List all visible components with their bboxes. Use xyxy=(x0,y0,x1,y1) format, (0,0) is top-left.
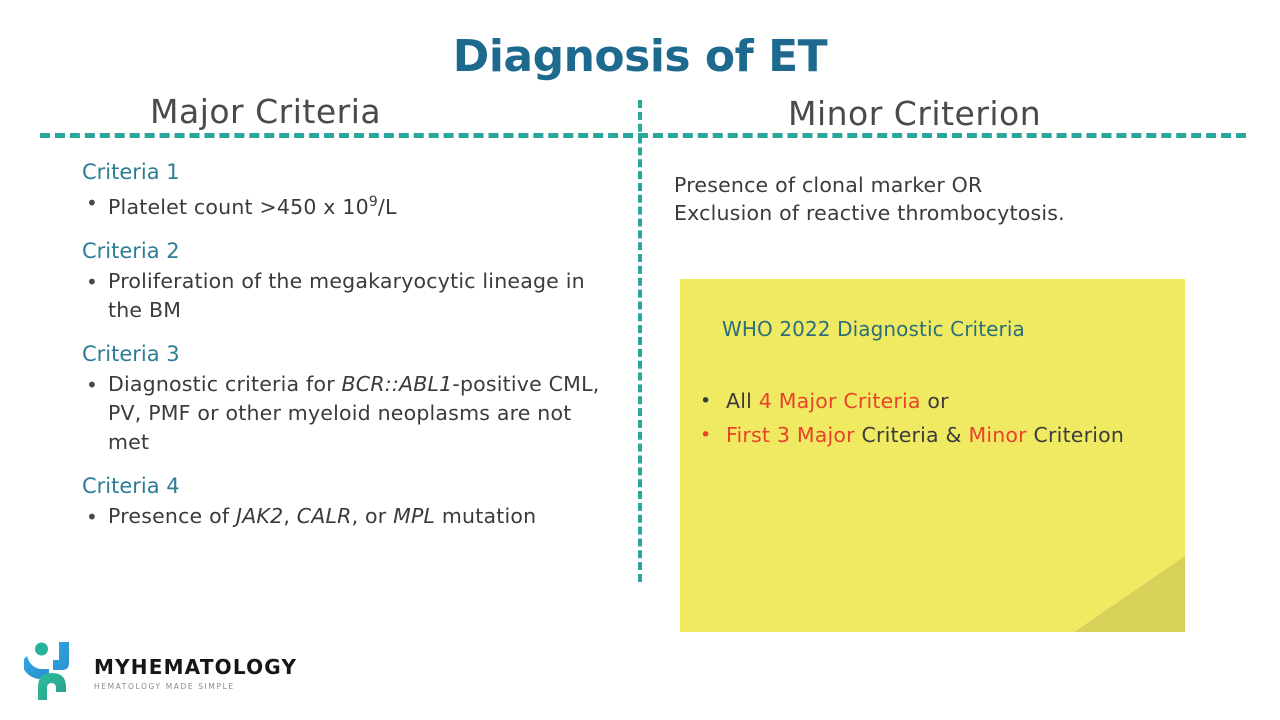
logo-name: MYHEMATOLOGY xyxy=(94,655,298,679)
criteria-text: Presence of JAK2, CALR, or MPL mutation xyxy=(108,503,537,528)
major-criteria-heading: Major Criteria xyxy=(150,92,382,131)
sticky-note-surface xyxy=(680,279,1185,632)
sticky-note-item-text: All 4 Major Criteria or xyxy=(726,389,949,413)
criteria-bullet-row: • Platelet count >450 x 109/L xyxy=(82,188,612,222)
minor-criterion-line: Presence of clonal marker OR xyxy=(674,173,983,197)
bullet-icon: • xyxy=(86,269,98,294)
sticky-note-list: • All 4 Major Criteria or • First 3 Major C… xyxy=(700,387,1167,449)
sticky-note-item: • First 3 Major Criteria & Minor Criterio… xyxy=(700,421,1167,449)
criteria-label: Criteria 1 xyxy=(82,160,180,184)
page-title: Diagnosis of ET xyxy=(452,31,828,82)
vertical-dashed-divider xyxy=(638,100,642,582)
criteria-block: Criteria 4 • Presence of JAK2, CALR, or MP… xyxy=(82,474,612,532)
criteria-bullet-row: • Diagnostic criteria for BCR::ABL1-posit… xyxy=(82,370,612,457)
bullet-icon: • xyxy=(700,390,712,412)
minor-criterion-heading: Minor Criterion xyxy=(788,94,1042,133)
criteria-bullet-row: • Presence of JAK2, CALR, or MPL mutation xyxy=(82,502,612,532)
minor-criterion-block: Presence of clonal marker OR Exclusion of… xyxy=(674,171,1194,227)
bullet-icon: • xyxy=(86,372,98,397)
sticky-note-title: WHO 2022 Diagnostic Criteria xyxy=(722,317,1025,341)
brand-logo: MYHEMATOLOGY HEMATOLOGY MADE SIMPLE xyxy=(21,640,298,706)
minor-criterion-line: Exclusion of reactive thrombocytosis. xyxy=(674,201,1065,225)
criteria-text: Proliferation of the megakaryocytic line… xyxy=(108,268,585,322)
criteria-label: Criteria 4 xyxy=(82,473,180,498)
criteria-text: Diagnostic criteria for BCR::ABL1-positi… xyxy=(108,371,600,454)
logo-tagline: HEMATOLOGY MADE SIMPLE xyxy=(94,682,235,691)
criteria-text: Platelet count >450 x 109/L xyxy=(108,194,397,219)
bullet-icon: • xyxy=(86,191,98,215)
bullet-icon: • xyxy=(86,504,98,529)
criteria-block: Criteria 2 • Proliferation of the megakary… xyxy=(82,239,612,325)
horizontal-dashed-divider xyxy=(40,133,1246,138)
sticky-note-item: • All 4 Major Criteria or xyxy=(700,387,1167,415)
criteria-label: Criteria 3 xyxy=(82,341,180,366)
criteria-block: Criteria 3• Diagnostic criteria for BCR::… xyxy=(82,342,612,457)
sticky-note: WHO 2022 Diagnostic Criteria • All 4 Majo… xyxy=(680,279,1185,632)
bullet-icon: • xyxy=(700,424,712,446)
sticky-note-content: WHO 2022 Diagnostic Criteria • All 4 Majo… xyxy=(680,279,1185,632)
criteria-bullet-row: • Proliferation of the megakaryocytic lin… xyxy=(82,267,612,325)
sticky-note-item-text: First 3 Major Criteria & Minor Criterion xyxy=(726,423,1125,447)
criteria-block: Criteria 1 • Platelet count >450 x 109/L xyxy=(82,160,612,222)
myhematology-logo-icon xyxy=(21,640,82,706)
criteria-label: Criteria 2 xyxy=(82,238,180,263)
